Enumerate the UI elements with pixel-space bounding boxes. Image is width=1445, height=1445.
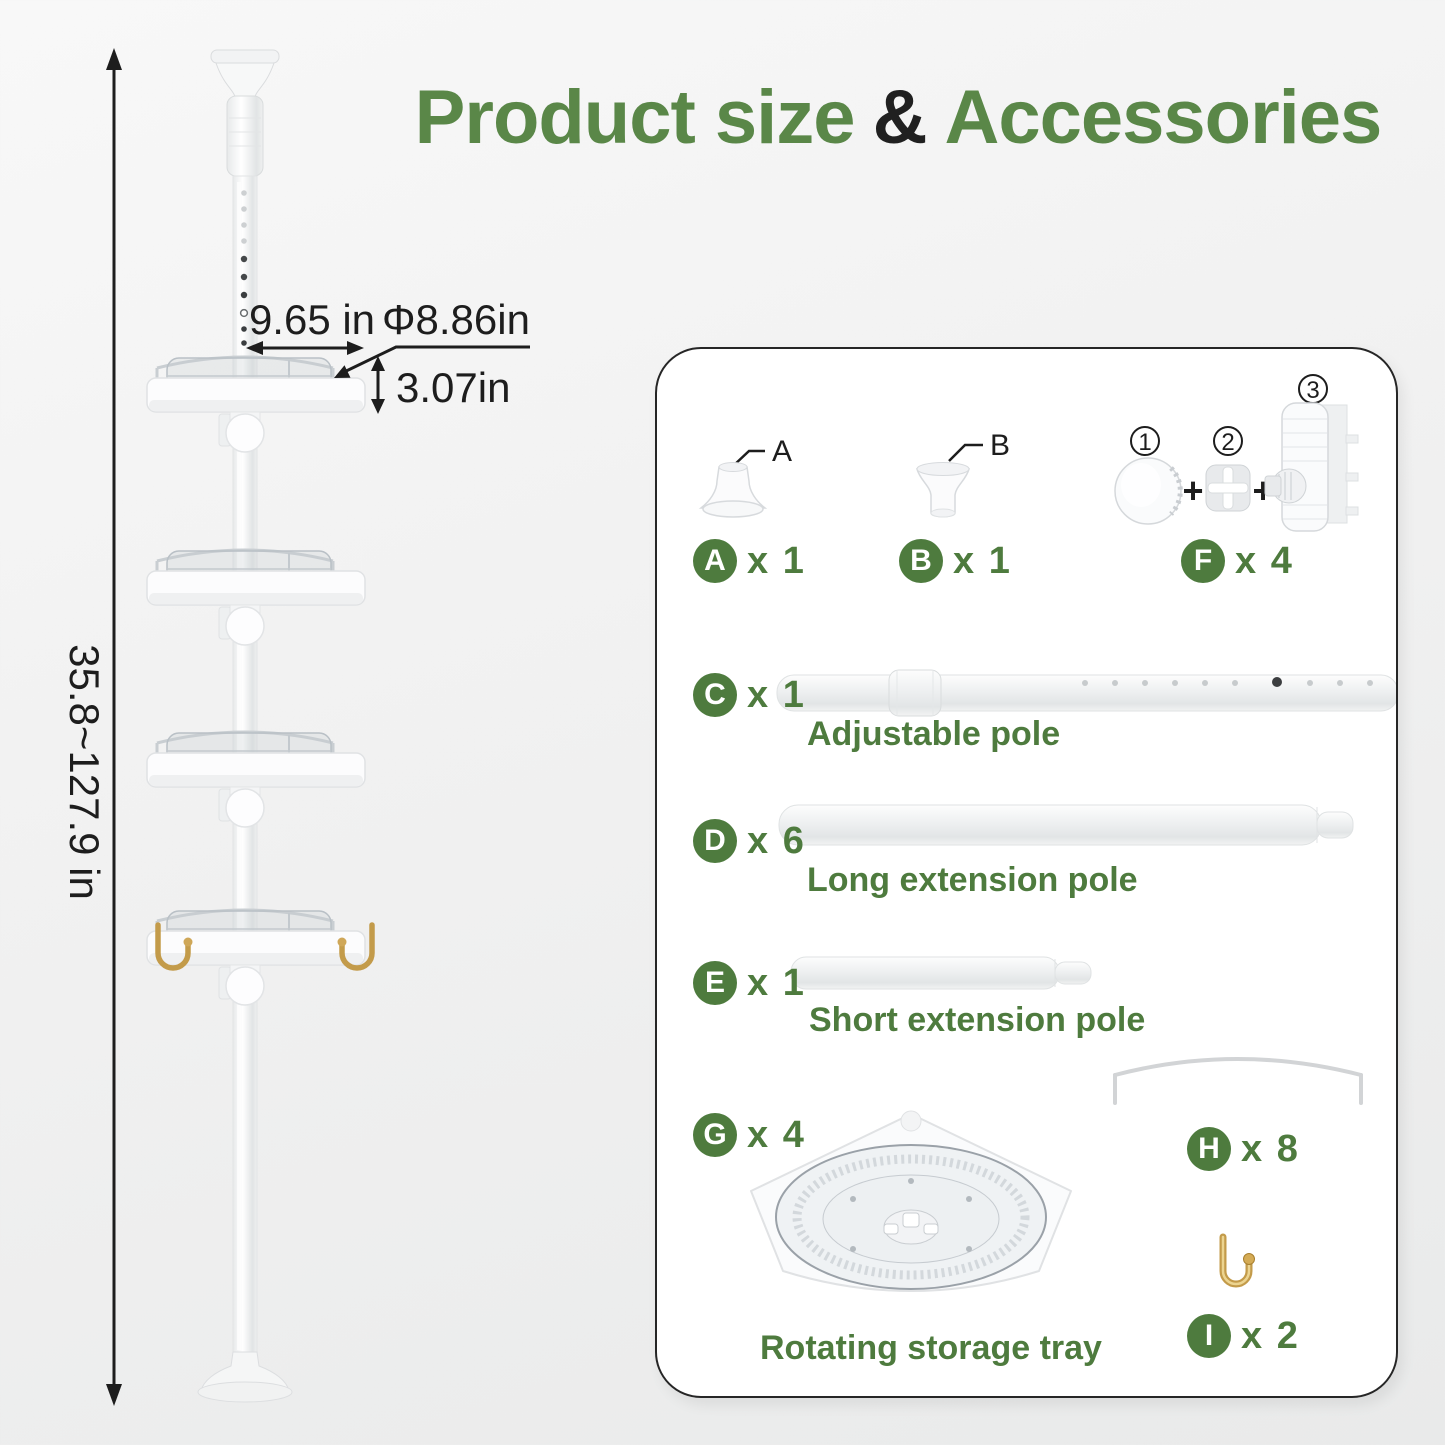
part-e-row: E x 1 bbox=[693, 961, 806, 1005]
pole-adjustment-holes bbox=[239, 190, 249, 346]
tray-height-label: 3.07in bbox=[396, 364, 510, 411]
tray-level-3 bbox=[147, 732, 365, 827]
part-a-graphic: A bbox=[698, 435, 792, 518]
part-a-badge: A bbox=[693, 539, 737, 583]
part-f-step2: 2 bbox=[1221, 429, 1234, 456]
part-i-badge: I bbox=[1187, 1314, 1231, 1358]
part-d-graphic bbox=[778, 804, 1354, 846]
part-c-holes bbox=[1082, 680, 1373, 686]
part-g-row: G x 4 bbox=[693, 1113, 806, 1157]
accessories-panel: A A x 1 B B x 1 1 2 3 + + bbox=[655, 347, 1398, 1398]
part-h-count: x 8 bbox=[1241, 1127, 1300, 1170]
tray-level-2 bbox=[147, 550, 365, 645]
part-d-label: Long extension pole bbox=[807, 861, 1138, 899]
tray-level-1 bbox=[147, 357, 365, 452]
part-f-count: x 4 bbox=[1235, 539, 1294, 582]
part-e-badge: E bbox=[693, 961, 737, 1005]
part-h-badge: H bbox=[1187, 1127, 1231, 1171]
f-joint bbox=[1264, 402, 1359, 532]
title-lead: Product size bbox=[414, 75, 856, 160]
part-f-row: F x 4 bbox=[1181, 539, 1294, 583]
part-b-row: B x 1 bbox=[899, 539, 1012, 583]
part-g-label: Rotating storage tray bbox=[760, 1329, 1102, 1367]
part-f-step3: 3 bbox=[1306, 377, 1319, 404]
part-c-graphic bbox=[776, 669, 1396, 717]
part-f-badge: F bbox=[1181, 539, 1225, 583]
product-size-figure: 35.8~127.9 in 9.65 in Φ8.86in bbox=[61, 48, 530, 1406]
height-range-label: 35.8~127.9 in bbox=[61, 644, 108, 900]
part-a-callout: A bbox=[772, 435, 792, 468]
part-c-row: C x 1 bbox=[693, 673, 806, 717]
f-plus-1: + bbox=[1182, 470, 1203, 511]
part-d-row: D x 6 bbox=[693, 819, 806, 863]
height-dimension: 35.8~127.9 in bbox=[61, 48, 122, 1406]
part-c-badge: C bbox=[693, 673, 737, 717]
title-ampersand: & bbox=[872, 75, 928, 160]
title-tail: Accessories bbox=[944, 75, 1382, 160]
part-g-count: x 4 bbox=[747, 1113, 806, 1156]
part-i-row: I x 2 bbox=[1187, 1314, 1300, 1358]
part-f-graphic: 1 2 3 + + bbox=[1114, 374, 1359, 532]
part-b-callout: B bbox=[990, 429, 1010, 462]
part-a-row: A x 1 bbox=[693, 539, 806, 583]
page-title: Product size&Accessories bbox=[350, 74, 1445, 161]
part-h-graphic bbox=[1113, 1057, 1363, 1105]
part-b-count: x 1 bbox=[953, 539, 1012, 582]
part-d-badge: D bbox=[693, 819, 737, 863]
part-b-badge: B bbox=[899, 539, 943, 583]
part-a-count: x 1 bbox=[747, 539, 806, 582]
part-i-count: x 2 bbox=[1241, 1314, 1300, 1357]
part-e-graphic bbox=[790, 956, 1092, 990]
tray-width-label: 9.65 in bbox=[249, 296, 375, 343]
part-h-row: H x 8 bbox=[1187, 1127, 1300, 1171]
part-g-graphic bbox=[750, 1110, 1072, 1292]
tension-pole bbox=[197, 49, 293, 1403]
part-g-badge: G bbox=[693, 1113, 737, 1157]
part-f-step1: 1 bbox=[1138, 429, 1151, 456]
part-i-graphic bbox=[1219, 1233, 1255, 1288]
tray-dimensions: 9.65 in Φ8.86in 3.07in bbox=[246, 296, 530, 414]
part-d-count: x 6 bbox=[747, 819, 806, 862]
part-e-count: x 1 bbox=[747, 961, 806, 1004]
part-b-graphic: B bbox=[916, 429, 1010, 518]
part-e-label: Short extension pole bbox=[809, 1001, 1146, 1039]
part-c-count: x 1 bbox=[747, 673, 806, 716]
tray-diameter-label: Φ8.86in bbox=[382, 296, 530, 343]
part-c-label: Adjustable pole bbox=[807, 715, 1061, 753]
tray-gold-hooks bbox=[155, 922, 375, 971]
tray-level-4 bbox=[147, 910, 365, 1005]
